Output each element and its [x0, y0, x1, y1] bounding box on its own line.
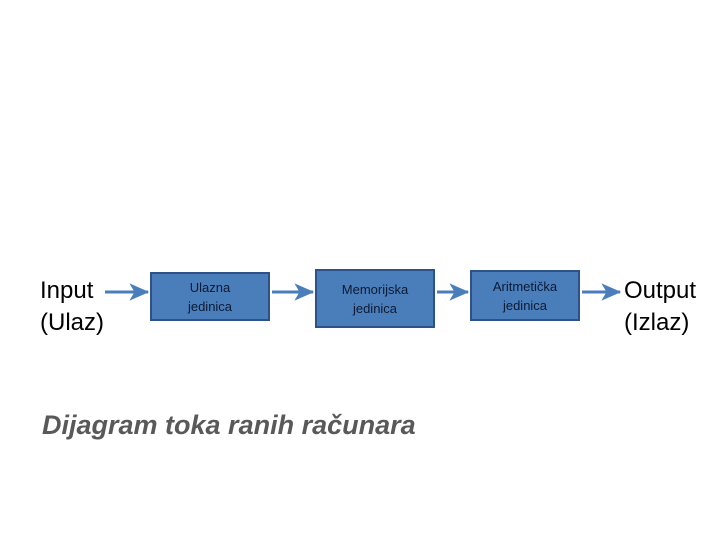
process-box-memorijska-line1: Memorijska — [341, 281, 409, 297]
output-label-line2: (Izlaz) — [624, 309, 690, 336]
process-box-ulazna-line2: jedinica — [187, 298, 233, 314]
process-box-memorijska-jedinica[interactable]: Memorijska jedinica — [315, 269, 435, 328]
output-label: Output (Izlaz) — [624, 275, 696, 339]
process-box-aritmeticka-line2: jedinica — [502, 297, 548, 313]
input-label-line2: (Ulaz) — [40, 309, 104, 336]
process-box-ulazna-jedinica[interactable]: Ulazna jedinica — [150, 272, 270, 321]
process-box-memorijska-line2: jedinica — [352, 300, 398, 316]
input-label: Input (Ulaz) — [40, 275, 104, 339]
process-box-aritmeticka-line1: Aritmetička — [492, 278, 558, 294]
output-label-line1: Output — [624, 277, 697, 304]
process-box-aritmeticka-jedinica[interactable]: Aritmetička jedinica — [470, 270, 580, 321]
diagram-caption: Dijagram toka ranih računara — [42, 410, 416, 440]
process-box-ulazna-line1: Ulazna — [189, 279, 231, 295]
input-label-line1: Input — [40, 277, 94, 304]
